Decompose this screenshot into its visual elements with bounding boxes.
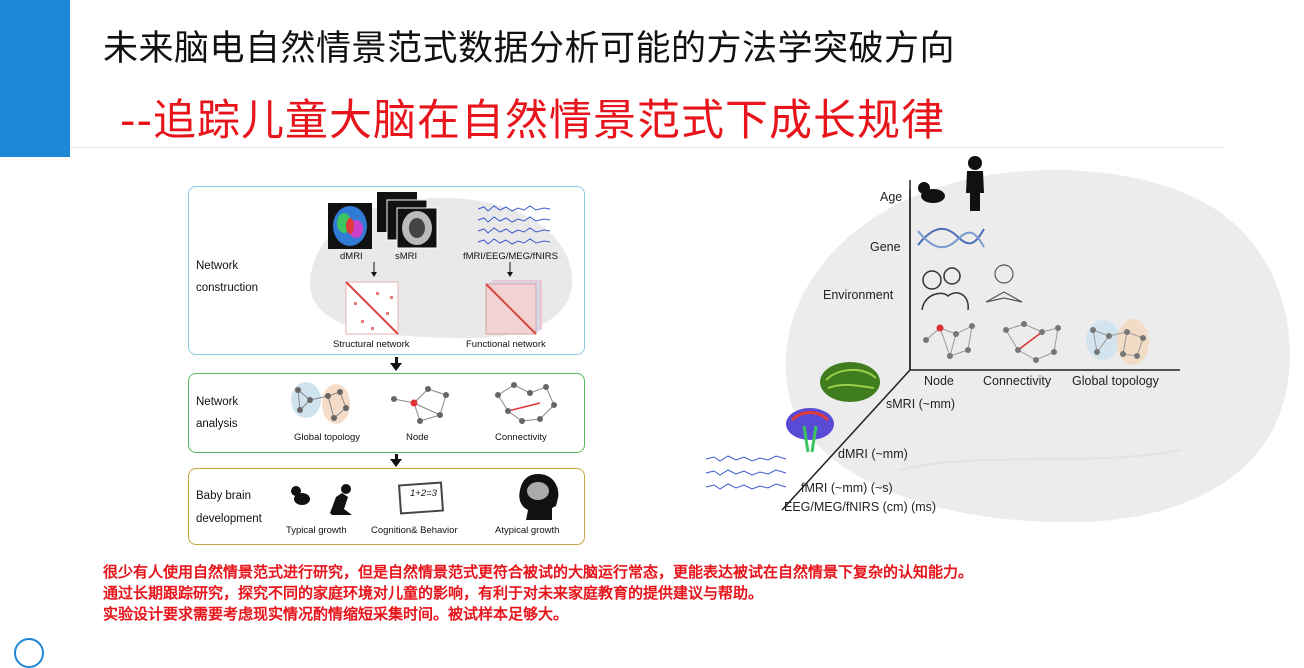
- chalkboard-text: 1+2=3: [410, 488, 437, 499]
- right-brain-silhouette: [785, 170, 1290, 523]
- family-sketch-icon: [921, 267, 969, 311]
- right-connectivity-label: Connectivity: [983, 374, 1052, 388]
- dmri-image: [328, 203, 372, 249]
- page-subtitle: --追踪儿童大脑在自然情景范式下成长规律: [120, 96, 946, 146]
- panel1-label-line2: construction: [196, 282, 259, 294]
- panel2-label-line2: analysis: [196, 418, 238, 430]
- node-graph: [391, 386, 449, 424]
- node-label: Node: [406, 432, 429, 443]
- dmri-label: dMRI: [340, 251, 363, 262]
- smri-brain-icon: [820, 362, 880, 402]
- right-global-topology-graph: [1086, 319, 1149, 365]
- right-timeseries-icon: [705, 455, 787, 490]
- arrow-stem-2: [395, 454, 398, 460]
- accent-bar: [0, 0, 70, 157]
- body-text: 很少有人使用自然情景范式进行研究，但是自然情景范式更符合被试的大脑运行常态，更能…: [103, 562, 973, 625]
- panel1-label-line1: Network: [196, 260, 239, 272]
- baby-silhouette-icon: [291, 484, 352, 515]
- body-line-1: 很少有人使用自然情景范式进行研究，但是自然情景范式更符合被试的大脑运行常态，更能…: [103, 563, 974, 581]
- right-node-label: Node: [924, 374, 954, 388]
- body-line-3: 实验设计要求需要考虑现实情况酌情缩短采集时间。被试样本足够大。: [103, 605, 569, 623]
- smri-image: [377, 192, 438, 249]
- dmri-tract-icon: [786, 408, 834, 453]
- construction-arrows: [371, 262, 513, 277]
- reading-child-icon: [985, 264, 1023, 303]
- baby-brain-development-panel: [188, 468, 585, 545]
- environment-label: Environment: [823, 288, 894, 302]
- panel3-label-line1: Baby brain: [196, 490, 251, 502]
- atypical-growth-label: Atypical growth: [495, 525, 560, 536]
- structural-network-label: Structural network: [333, 339, 410, 350]
- dna-icon: [917, 227, 985, 249]
- typical-growth-label: Typical growth: [286, 525, 347, 536]
- baby-icon: [918, 182, 945, 203]
- arrow-down-2: [390, 459, 402, 467]
- eeg-scale-label: EEG/MEG/fNIRS (cm) (ms): [784, 500, 937, 514]
- child-icon: [966, 156, 984, 211]
- smri-scale-label: sMRI (~mm): [886, 397, 956, 411]
- body-line-2: 通过长期跟踪研究，探究不同的家庭环境对儿童的影响，有利于对未来家庭教育的提供建议…: [103, 584, 764, 602]
- right-connectivity-graph: [1003, 321, 1061, 363]
- network-construction-panel: [188, 186, 585, 355]
- header-divider: [70, 147, 1225, 148]
- network-analysis-panel: [188, 373, 585, 453]
- panel3-label-line2: development: [196, 513, 262, 525]
- functional-matrix: [485, 280, 542, 335]
- fmri-scale-label: fMRI (~mm) (~s): [801, 481, 893, 495]
- global-topology-label: Global topology: [294, 432, 361, 443]
- chalkboard-icon: [398, 481, 444, 515]
- page-title: 未来脑电自然情景范式数据分析可能的方法学突破方向: [103, 29, 956, 69]
- connectivity-label: Connectivity: [495, 432, 547, 443]
- logo-icon: [14, 638, 44, 668]
- structural-matrix: [345, 281, 399, 335]
- arrow-stem-1: [395, 357, 398, 363]
- dmri-scale-label: dMRI (~mm): [838, 447, 908, 461]
- functional-network-label: Functional network: [466, 339, 546, 350]
- panel2-label-line1: Network: [196, 396, 239, 408]
- gene-label: Gene: [870, 240, 901, 254]
- timeseries-image: [477, 205, 551, 245]
- head-silhouette-icon: [519, 474, 559, 520]
- axes-lines: [781, 180, 1180, 511]
- global-topology-graph: [291, 382, 350, 424]
- cognition-behavior-label: Cognition& Behavior: [371, 525, 458, 536]
- arrow-down-1: [390, 363, 402, 371]
- right-global-topology-label: Global topology: [1072, 374, 1159, 388]
- right-node-graph: [923, 323, 975, 359]
- age-label: Age: [880, 190, 903, 204]
- smri-label: sMRI: [395, 251, 418, 262]
- connectivity-graph: [495, 382, 557, 424]
- fmri-eeg-label: fMRI/EEG/MEG/fNIRS: [463, 251, 559, 262]
